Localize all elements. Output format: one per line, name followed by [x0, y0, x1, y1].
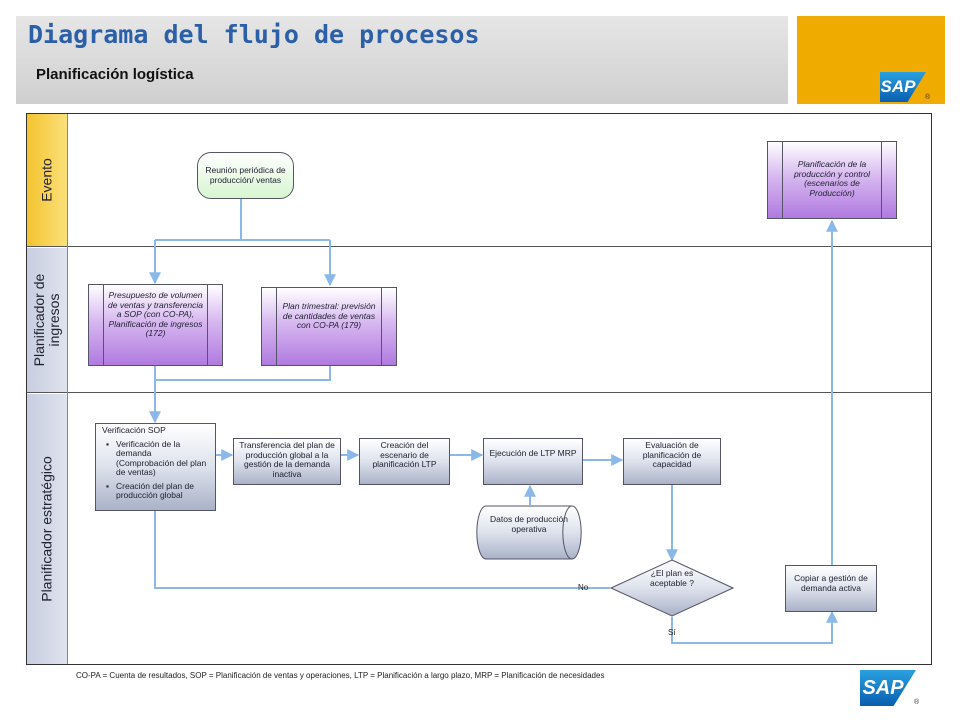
node-operational-data-label: Datos de producción operativa	[490, 514, 568, 534]
lane-label-revenue-planner: Planificador de ingresos	[27, 248, 67, 392]
node-ltp-mrp: Ejecución de LTP MRP	[483, 438, 583, 485]
decision-diamond-shape	[610, 559, 734, 617]
node-operational-data: Datos de producción operativa	[476, 505, 582, 560]
node-transfer: Transferencia del plan de producción glo…	[233, 438, 341, 485]
node-ltp-scenario-label: Creación del escenario de planificación …	[372, 440, 437, 469]
node-sop-verification-list: Verificación de la demanda (Comprobación…	[102, 439, 209, 501]
node-sop-verification-item: Verificación de la demanda (Comprobación…	[102, 439, 209, 478]
node-production-planning: Planificación de la producción y control…	[767, 141, 897, 219]
sap-logo-bottom-text: SAP	[862, 676, 904, 699]
node-decision-label: ¿El plan es aceptable ?	[650, 568, 694, 588]
sap-logo-text: SAP	[880, 77, 916, 96]
node-production-planning-label: Planificación de la producción y control…	[793, 159, 871, 198]
node-copy-active: Copiar a gestión de demanda activa	[785, 565, 877, 612]
node-quarterly-plan-label: Plan trimestral: previsión de cantidades…	[282, 301, 376, 330]
node-sales-budget-label: Presupuesto de volumen de ventas y trans…	[108, 290, 203, 338]
node-decision: ¿El plan es aceptable ?	[610, 559, 734, 617]
data-store-shape	[476, 505, 582, 560]
footnote-abbreviations: CO-PA = Cuenta de resultados, SOP = Plan…	[76, 671, 605, 680]
brand-gold-block	[797, 16, 945, 104]
edge-split-to-budget	[155, 239, 330, 283]
node-meeting-label: Reunión periódica de producción/ ventas	[205, 165, 286, 185]
sap-logo-bottom-reg: ®	[914, 699, 920, 706]
edge-label-no: No	[578, 583, 589, 592]
node-ltp-scenario: Creación del escenario de planificación …	[359, 438, 450, 485]
node-copy-active-label: Copiar a gestión de demanda activa	[794, 573, 868, 593]
node-sop-verification-title: Verificación SOP	[102, 425, 166, 435]
lane-divider-1	[27, 246, 931, 247]
node-sales-budget: Presupuesto de volumen de ventas y trans…	[88, 284, 223, 366]
page-subtitle: Planificación logística	[36, 66, 194, 83]
node-capacity-label: Evaluación de planificación de capacidad	[642, 440, 702, 469]
lane-label-event: Evento	[27, 114, 67, 246]
node-meeting: Reunión periódica de producción/ ventas	[197, 152, 294, 199]
edge-decision-no	[149, 495, 610, 589]
diagram-frame	[26, 113, 932, 665]
node-transfer-label: Transferencia del plan de producción glo…	[239, 440, 335, 479]
lane-divider-2	[27, 392, 931, 393]
sap-logo-reg: ®	[925, 94, 931, 101]
edge-quarterly-merge	[155, 366, 331, 381]
node-ltp-mrp-label: Ejecución de LTP MRP	[489, 448, 577, 458]
header-banner: Diagrama del flujo de procesos Planifica…	[16, 16, 788, 104]
node-sop-verification-item: Creación del plan de producción global	[102, 481, 209, 501]
lane-label-strategic-planner: Planificador estratégico	[27, 394, 67, 664]
node-quarterly-plan: Plan trimestral: previsión de cantidades…	[261, 287, 397, 366]
node-capacity: Evaluación de planificación de capacidad	[623, 438, 721, 485]
edge-label-yes: Sí	[668, 628, 676, 637]
page-title: Diagrama del flujo de procesos	[28, 20, 480, 49]
edge-decision-yes	[671, 610, 838, 644]
node-sop-verification: Verificación SOP Verificación de la dema…	[95, 423, 216, 511]
lane-label-separator	[67, 114, 68, 664]
